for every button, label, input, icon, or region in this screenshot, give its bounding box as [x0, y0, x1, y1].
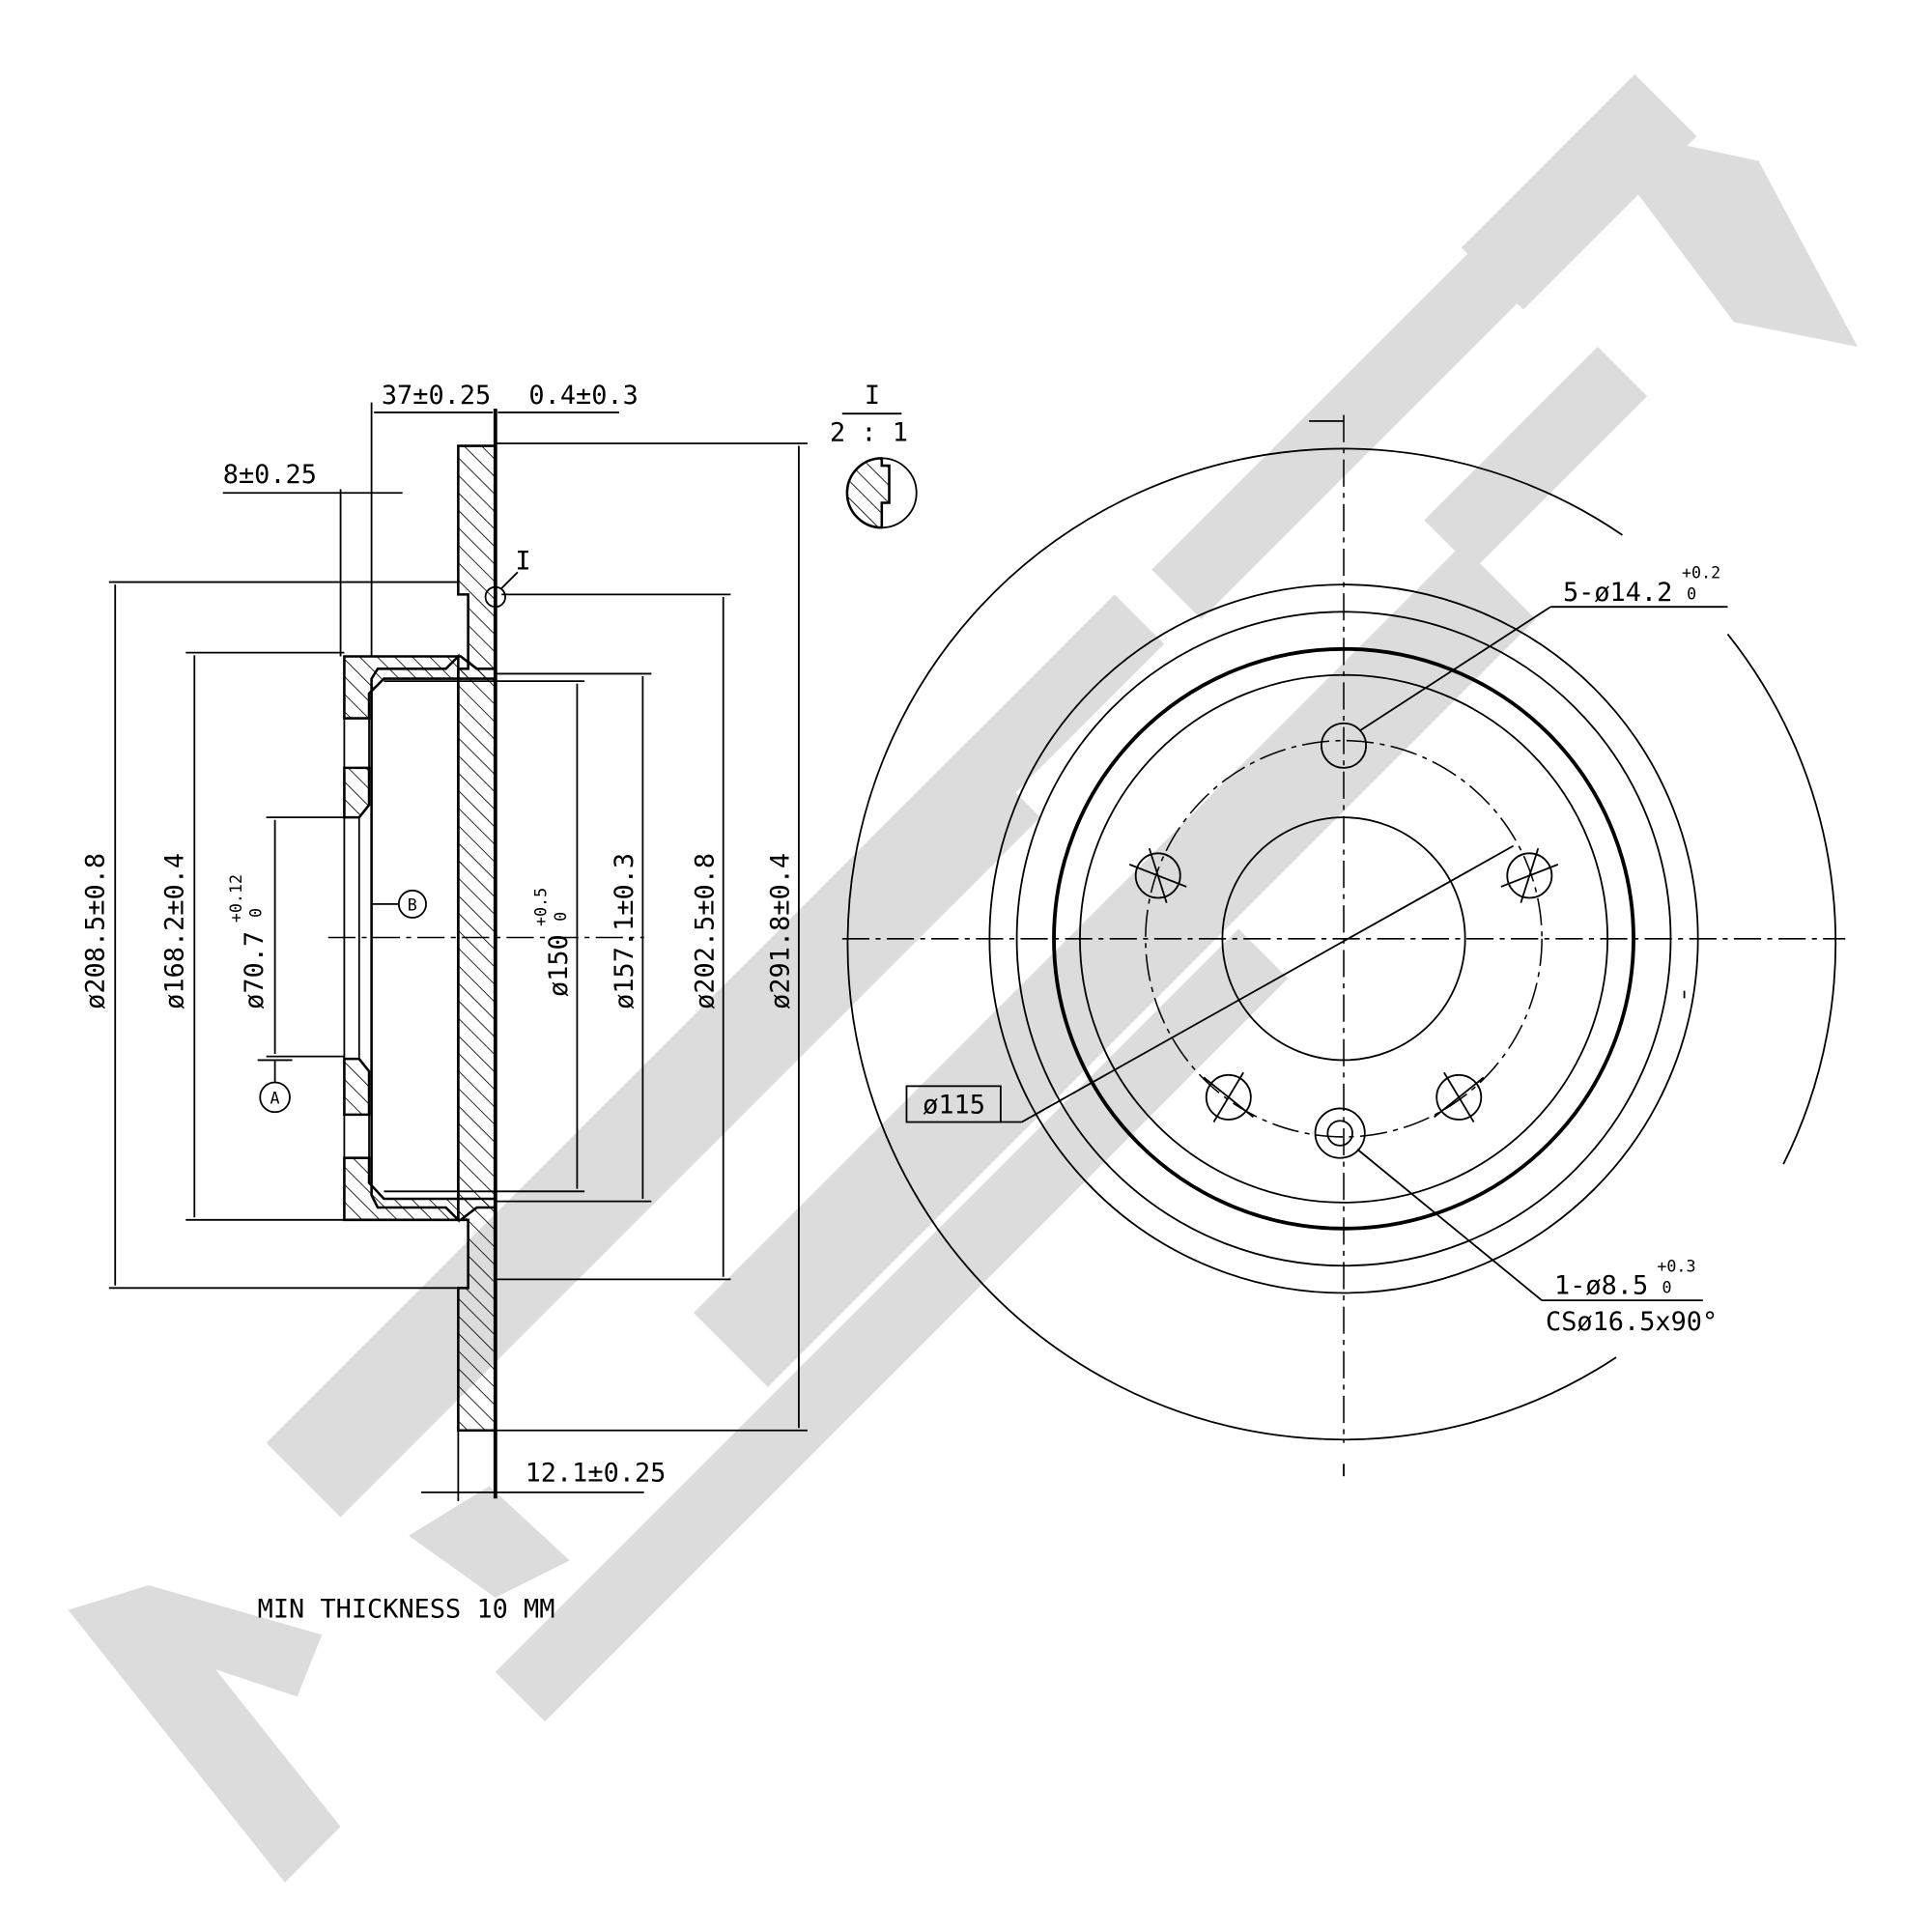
screw-hole: [1314, 1107, 1366, 1159]
bolt-hole: [1128, 847, 1187, 903]
dim-d291: ø291.8±0.4: [766, 853, 796, 1009]
countersink-callout: CSø16.5x90°: [1546, 1307, 1718, 1337]
front-view: 5-ø14.2 +0.2 0 ø115 1-ø8.5 +0.3 0 CSø16.…: [841, 414, 1846, 1477]
dim-thickness: 12.1±0.25: [526, 1458, 667, 1488]
dim-d168: ø168.2±0.4: [160, 853, 190, 1009]
min-thickness-note: MIN THICKNESS 10 MM: [258, 1594, 555, 1624]
bolt-holes-tol-up: +0.2: [1682, 564, 1720, 582]
dim-d150-tol-up: +0.5: [531, 888, 550, 926]
dim-d150-tol-low: 0: [552, 912, 570, 922]
dim-d70: ø70.7: [240, 931, 270, 1009]
dim-d157: ø157.1±0.3: [610, 853, 639, 1009]
dim-d70-tol-up: +0.12: [227, 874, 245, 923]
screw-hole-tol-up: +0.3: [1657, 1258, 1695, 1276]
dim-offset: 37±0.25: [382, 381, 491, 411]
dim-hat-thickness: 8±0.25: [223, 460, 317, 490]
detail-label: I: [865, 381, 880, 411]
detail-ref-label: I: [515, 547, 530, 577]
dim-d70-tol-low: 0: [247, 908, 266, 918]
detail-scale: 2 : 1: [830, 417, 908, 447]
pcd-callout: ø115: [923, 1091, 985, 1121]
bolt-hole: [1434, 1071, 1485, 1123]
dim-d208: ø208.5±0.8: [81, 853, 111, 1009]
screw-hole-tol-low: 0: [1662, 1278, 1672, 1296]
bolt-hole: [1203, 1071, 1254, 1123]
dim-runout: 0.4±0.3: [528, 381, 638, 411]
section-view: 37±0.25 0.4±0.3 8±0.25 12.1±0.25 ø208.5±…: [81, 381, 808, 1624]
datum-a: A: [270, 1089, 279, 1107]
detail-view: I 2 : 1: [830, 381, 918, 529]
bolt-hole: [1500, 847, 1559, 903]
dim-d150: ø150: [544, 934, 574, 997]
screw-hole-callout: 1-ø8.5: [1554, 1271, 1648, 1301]
bolt-hole: [1321, 722, 1367, 769]
dim-d202: ø202.5±0.8: [690, 853, 720, 1009]
bolt-holes-callout: 5-ø14.2: [1563, 578, 1672, 608]
bolt-holes-tol-low: 0: [1687, 585, 1696, 604]
datum-b: B: [408, 895, 417, 914]
